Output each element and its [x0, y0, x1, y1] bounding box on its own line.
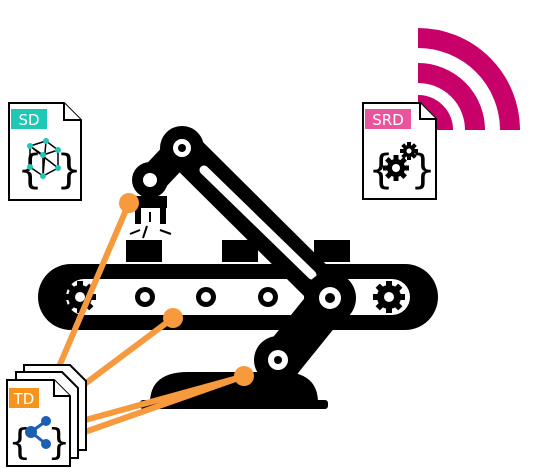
td-label: TD [13, 390, 35, 408]
grip-sparkle [129, 212, 172, 239]
connector-line [59, 373, 247, 443]
td-connectors [49, 200, 248, 443]
svg-text:}: } [48, 422, 70, 463]
srd-label: SRD [372, 111, 404, 129]
network-icon: { } [9, 416, 70, 463]
svg-text:}: } [57, 147, 81, 193]
belt-box [314, 240, 350, 262]
sd-document: SD { } [8, 102, 82, 201]
gear-icon [373, 281, 405, 313]
connector-line [49, 200, 132, 386]
sd-tag [11, 109, 47, 129]
td-document-stack: TD { } [6, 364, 87, 467]
td-tag [9, 388, 39, 408]
cube-icon: { } [18, 138, 81, 193]
belt-roller [258, 287, 278, 307]
belt-roller [196, 287, 216, 307]
belt-roller [135, 287, 155, 307]
belt-box [222, 240, 258, 262]
srd-tag [365, 109, 411, 129]
connector-node [234, 366, 254, 386]
belt-box [126, 240, 162, 262]
connector-node [119, 193, 139, 213]
sd-label: SD [18, 111, 39, 129]
connector-node [163, 308, 183, 328]
connector-line [67, 315, 176, 398]
gear-icon: { } [369, 142, 435, 193]
conveyor-belt-icon [38, 240, 438, 330]
srd-document: SRD { } [362, 102, 437, 200]
